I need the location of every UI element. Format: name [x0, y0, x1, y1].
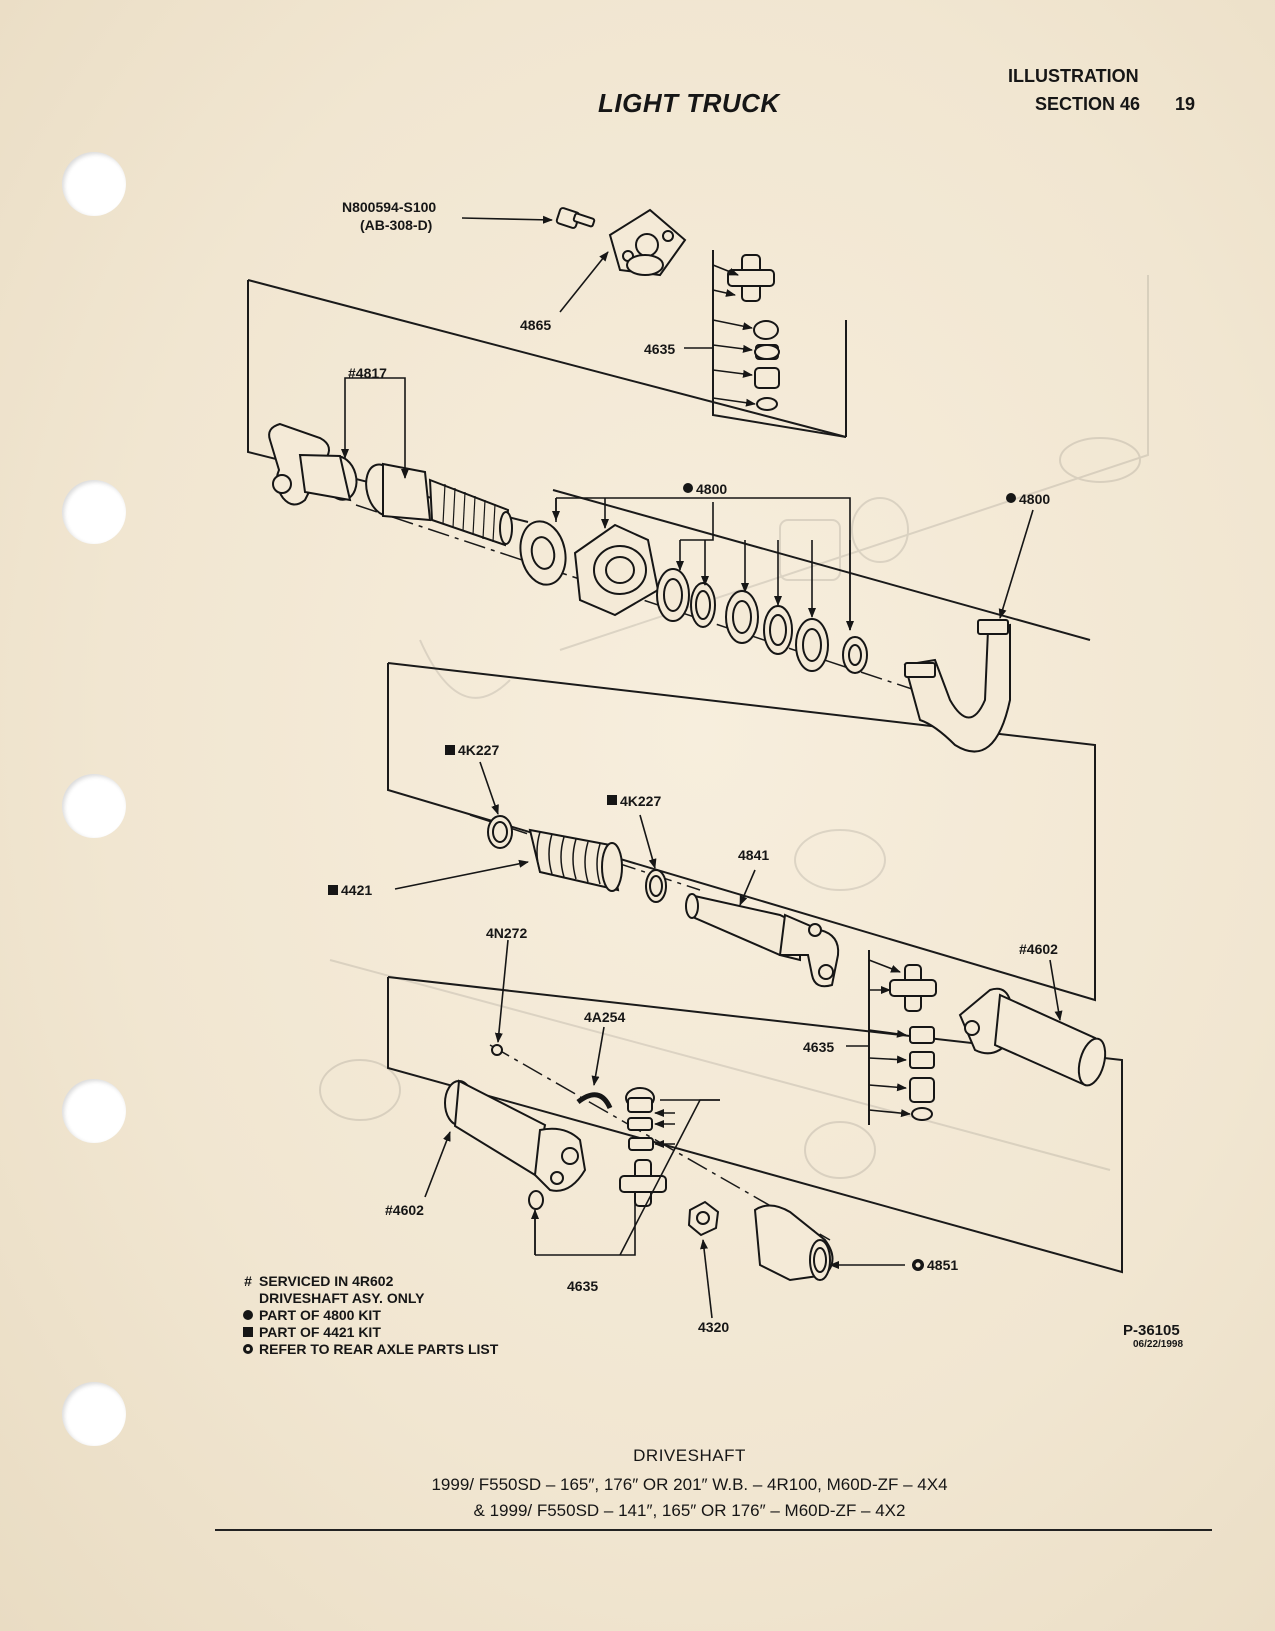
binder-hole — [62, 480, 126, 544]
callout-clamp-b: 4K227 — [620, 793, 661, 809]
slip-shaft — [685, 893, 840, 988]
callout-labels: N800594-S100 (AB-308-D) 4865 4635 #4817 … — [328, 199, 1058, 1335]
callout-uj-right: 4635 — [803, 1039, 834, 1055]
legend-text: SERVICED IN 4R602 — [259, 1273, 394, 1289]
legend-item: PART OF 4421 KIT — [242, 1324, 498, 1341]
frame-middle — [387, 662, 1096, 1002]
callout-bolt: N800594-S100 — [342, 199, 436, 215]
legend-item: DRIVESHAFT ASY. ONLY — [242, 1290, 498, 1307]
bullet-square — [328, 885, 338, 895]
ring-icon — [243, 1344, 253, 1354]
frame-lower — [387, 976, 1123, 1274]
legend-symbol-hash: # — [244, 1273, 252, 1289]
caption-line-2: & 1999/ F550SD – 141″, 165″ OR 176″ – M6… — [473, 1501, 906, 1520]
leader-lines — [341, 215, 1063, 1319]
page-title: LIGHT TRUCK — [598, 88, 780, 118]
callout-nut: 4320 — [698, 1319, 729, 1335]
diagram-legend: # SERVICED IN 4R602 DRIVESHAFT ASY. ONLY… — [242, 1273, 498, 1358]
legend-item: PART OF 4800 KIT — [242, 1307, 498, 1324]
frame-upper-top — [247, 279, 847, 438]
legend-text: REFER TO REAR AXLE PARTS LIST — [259, 1341, 499, 1357]
callout-clamp-a: 4K227 — [458, 742, 499, 758]
flange-part — [608, 208, 687, 277]
square-icon — [243, 1327, 253, 1337]
callout-tube-left: #4602 — [385, 1202, 424, 1218]
binder-hole — [62, 152, 126, 216]
boot-kit — [487, 815, 667, 903]
dot-icon — [243, 1310, 253, 1320]
callout-yoke-top: #4817 — [348, 365, 387, 381]
callout-bracket-kit: 4800 — [1019, 491, 1050, 507]
figure-number: P-36105 — [1123, 1322, 1180, 1339]
tube-right — [958, 987, 1107, 1087]
nut-and-pinion-flange — [687, 1200, 834, 1282]
frame-uj-top — [712, 250, 847, 438]
page-number: 19 — [1175, 94, 1196, 114]
callout-slip-shaft: 4841 — [738, 847, 769, 863]
caption-title: DRIVESHAFT — [633, 1446, 746, 1465]
legend-item: REFER TO REAR AXLE PARTS LIST — [242, 1341, 498, 1358]
bullet-square — [445, 745, 455, 755]
support-bracket — [903, 619, 1011, 753]
callout-bearing-kit: 4800 — [696, 481, 727, 497]
ghost-bleed-through — [319, 275, 1149, 1179]
figure-date: 06/22/1998 — [1133, 1339, 1184, 1350]
illustration-label: ILLUSTRATION — [1008, 66, 1139, 86]
bullet-square — [607, 795, 617, 805]
legend-text: PART OF 4800 KIT — [259, 1307, 381, 1323]
u-joint-bottom — [491, 1044, 667, 1210]
tube-left — [444, 1079, 587, 1192]
callout-tube-right: #4602 — [1019, 941, 1058, 957]
bullet-dot — [1006, 493, 1016, 503]
callout-uj-bottom: 4635 — [567, 1278, 598, 1294]
bottom-rule — [215, 1529, 1212, 1531]
legend-text: DRIVESHAFT ASY. ONLY — [259, 1290, 425, 1306]
assembly-frames — [247, 250, 1123, 1274]
binder-hole — [62, 1382, 126, 1446]
legend-item: # SERVICED IN 4R602 — [242, 1273, 498, 1290]
callout-boot: 4421 — [341, 882, 372, 898]
u-joint-right — [889, 964, 937, 1121]
legend-text: PART OF 4421 KIT — [259, 1324, 381, 1340]
bullet-dot — [683, 483, 693, 493]
callout-pinion-flange: 4851 — [927, 1257, 958, 1273]
callout-uj-top: 4635 — [644, 341, 675, 357]
section-label: SECTION 46 — [1035, 94, 1141, 114]
callout-flange: 4865 — [520, 317, 551, 333]
callout-bolt-sub: (AB-308-D) — [360, 217, 432, 233]
callout-retainer: 4N272 — [486, 925, 527, 941]
u-joint-top — [727, 254, 780, 411]
center-bearing-kit — [519, 520, 868, 674]
bolt-part — [555, 207, 596, 229]
caption-line-1: 1999/ F550SD – 165″, 176″ OR 201″ W.B. –… — [431, 1475, 948, 1494]
binder-hole — [62, 1079, 126, 1143]
callout-strap: 4A254 — [584, 1009, 625, 1025]
slip-yoke-top — [268, 422, 513, 547]
binder-hole — [62, 774, 126, 838]
